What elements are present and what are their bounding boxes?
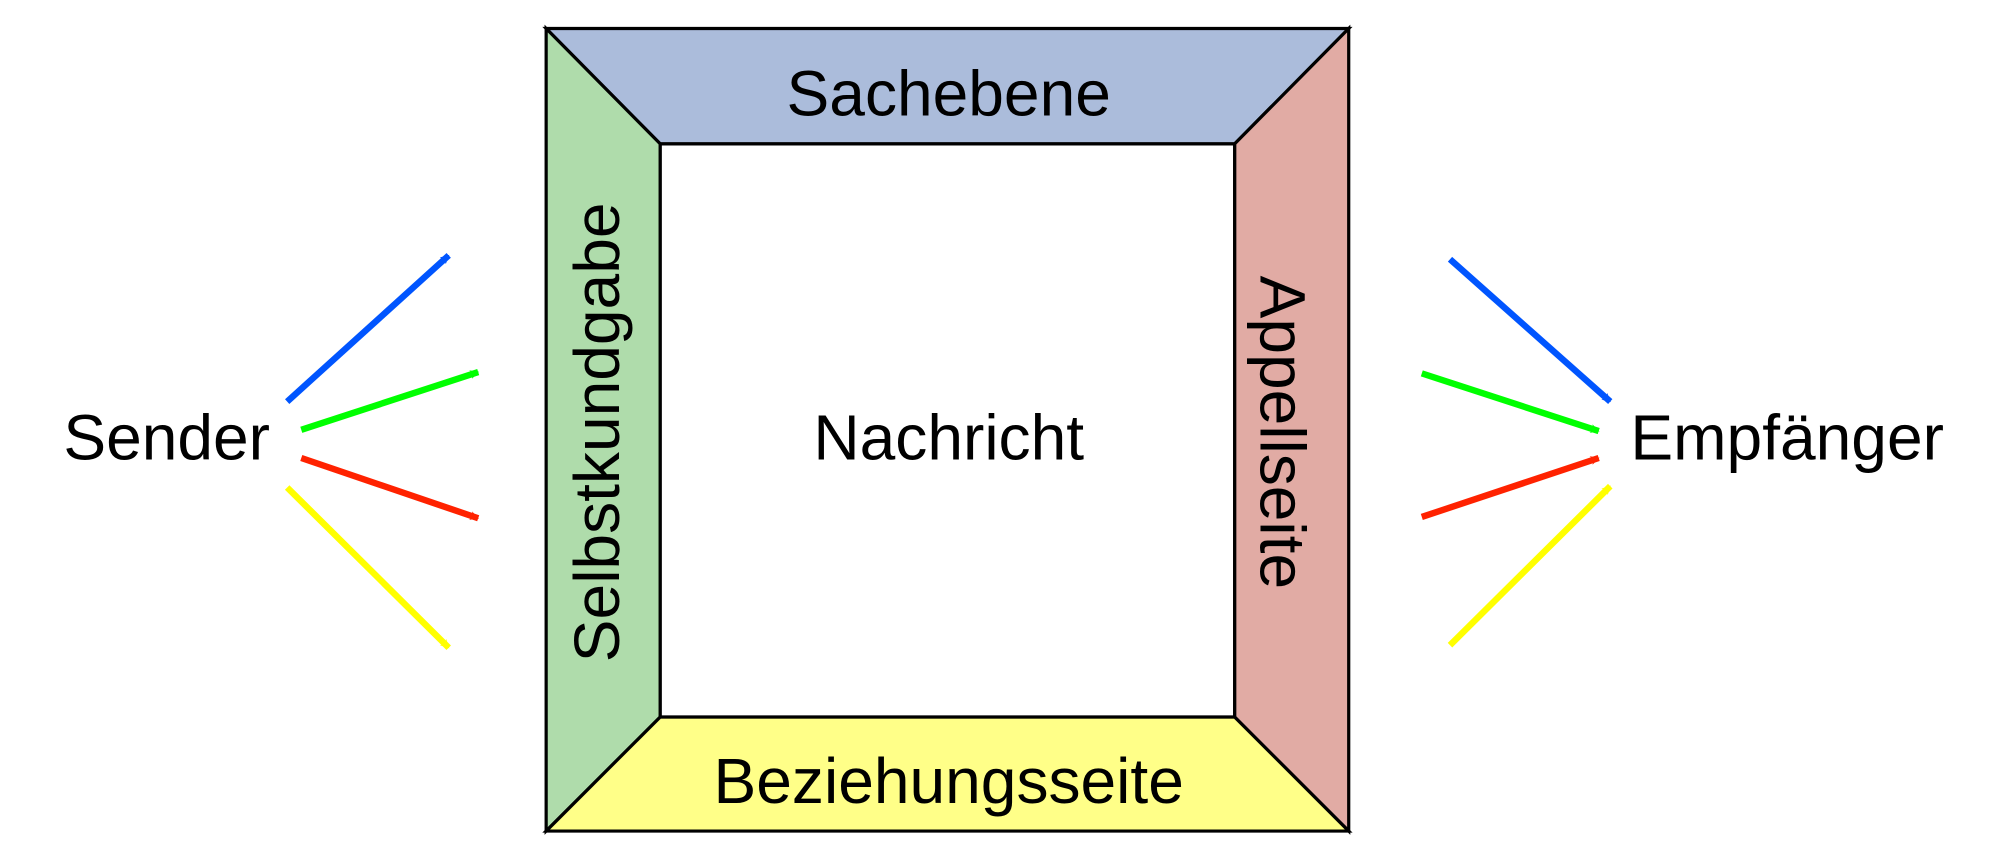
sender-arrow-green — [300, 369, 480, 433]
label-sender: Sender — [63, 401, 270, 473]
sender-arrow-blue — [285, 253, 451, 404]
sender-arrow-yellow — [284, 485, 451, 651]
message-box — [658, 142, 1237, 719]
label-receiver: Empfänger — [1630, 401, 1944, 473]
label-left: Selbstkundgabe — [561, 202, 633, 662]
label-right: Appellseite — [1246, 276, 1318, 590]
receiver-arrow-red — [1420, 454, 1600, 521]
label-bottom: Beziehungsseite — [714, 745, 1184, 817]
label-top: Sachebene — [787, 58, 1111, 130]
receiver-arrow-blue — [1447, 256, 1613, 404]
receiver-arrow-yellow — [1447, 483, 1613, 648]
receiver-arrow-green — [1420, 370, 1600, 435]
sender-arrow-red — [300, 454, 480, 522]
label-message: Nachricht — [813, 401, 1084, 473]
